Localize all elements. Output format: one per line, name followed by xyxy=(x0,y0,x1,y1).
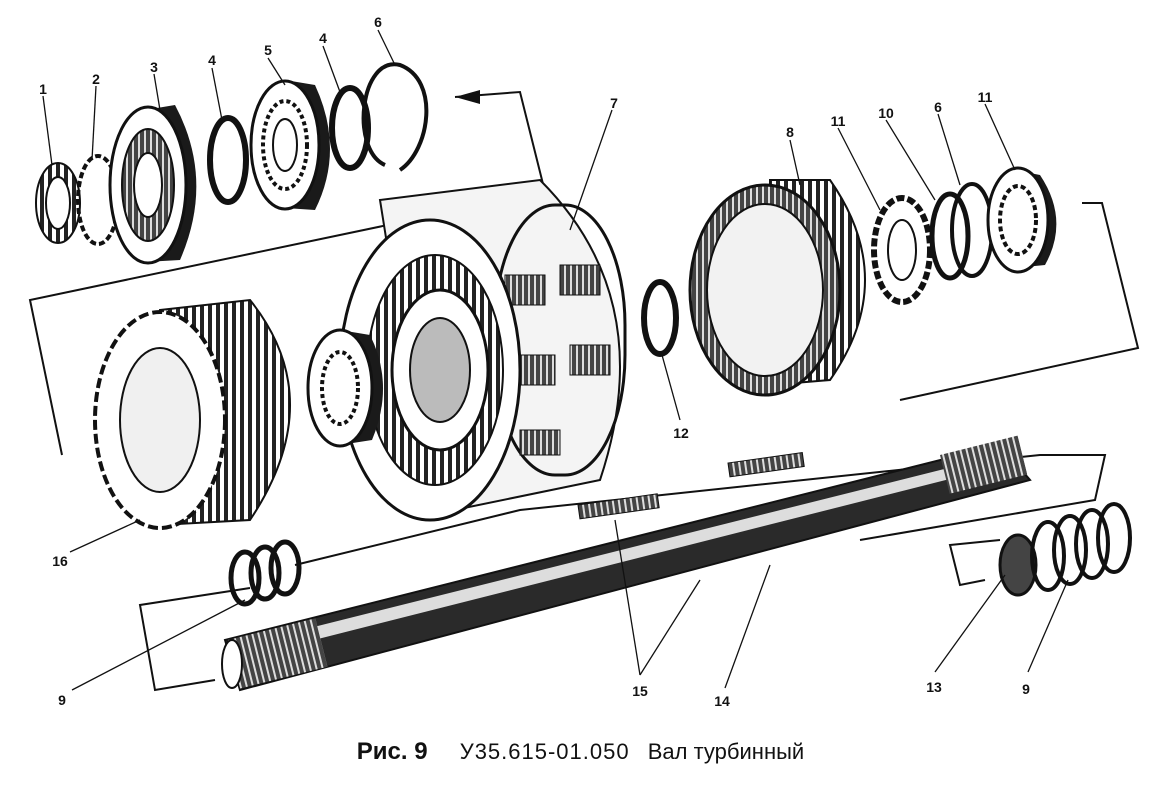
bracket-line xyxy=(138,587,251,692)
bearing xyxy=(306,328,384,448)
callout-13: 13 xyxy=(926,679,942,695)
part-4-ring xyxy=(329,85,371,171)
part-7-clutch-drum xyxy=(338,178,627,522)
callout-2: 2 xyxy=(92,71,100,87)
callout-5: 5 xyxy=(264,42,272,58)
part-code: У35.615-01.050 xyxy=(459,739,630,764)
callout-11: 11 xyxy=(831,113,846,129)
callout-9: 9 xyxy=(58,692,66,708)
callout-12: 12 xyxy=(673,425,689,441)
callout-10: 10 xyxy=(878,105,894,121)
leader-lines xyxy=(42,29,1069,691)
part-14-turbine-shaft xyxy=(221,435,1032,692)
part-4-ring xyxy=(207,115,249,205)
part-6-snap-ring xyxy=(950,182,994,278)
part-16-gear xyxy=(93,298,291,530)
callout-11: 11 xyxy=(978,89,993,105)
figure-title: Вал турбинный xyxy=(647,739,805,764)
part-6-snap-ring xyxy=(361,62,429,172)
part-8-ring-gear xyxy=(688,179,866,397)
part-3-gear xyxy=(108,105,197,265)
callout-4: 4 xyxy=(319,30,327,46)
part-13-bushing xyxy=(998,533,1038,597)
bracket-line xyxy=(294,454,1107,566)
bracket-line xyxy=(948,539,1001,587)
figure-caption: Рис. 9 У35.615-01.050 Вал турбинный xyxy=(0,738,1161,766)
callout-16: 16 xyxy=(52,553,68,569)
part-15-key xyxy=(577,493,660,520)
part-5-bearing xyxy=(249,79,330,211)
callout-4: 4 xyxy=(208,52,216,68)
callout-6: 6 xyxy=(934,99,942,115)
callout-8: 8 xyxy=(786,124,794,140)
arrow-head xyxy=(455,90,480,104)
callout-6: 6 xyxy=(374,14,382,30)
part-11-bearing xyxy=(986,166,1057,274)
callout-1: 1 xyxy=(39,81,47,97)
part-15-key xyxy=(727,451,805,478)
callout-3: 3 xyxy=(150,59,158,75)
part-10-ring xyxy=(929,191,971,281)
part-9-seal-rings xyxy=(1030,502,1132,592)
callout-9: 9 xyxy=(1022,681,1030,697)
bracket-line xyxy=(899,202,1140,401)
part-12-ring xyxy=(641,279,679,357)
part-11-bearing xyxy=(871,195,933,305)
callout-15: 15 xyxy=(632,683,648,699)
part-1-nut xyxy=(35,162,81,244)
part-9-seal-rings xyxy=(228,539,302,607)
callout-7: 7 xyxy=(610,95,618,111)
figure-number: Рис. 9 xyxy=(356,738,428,765)
callout-14: 14 xyxy=(714,693,730,709)
